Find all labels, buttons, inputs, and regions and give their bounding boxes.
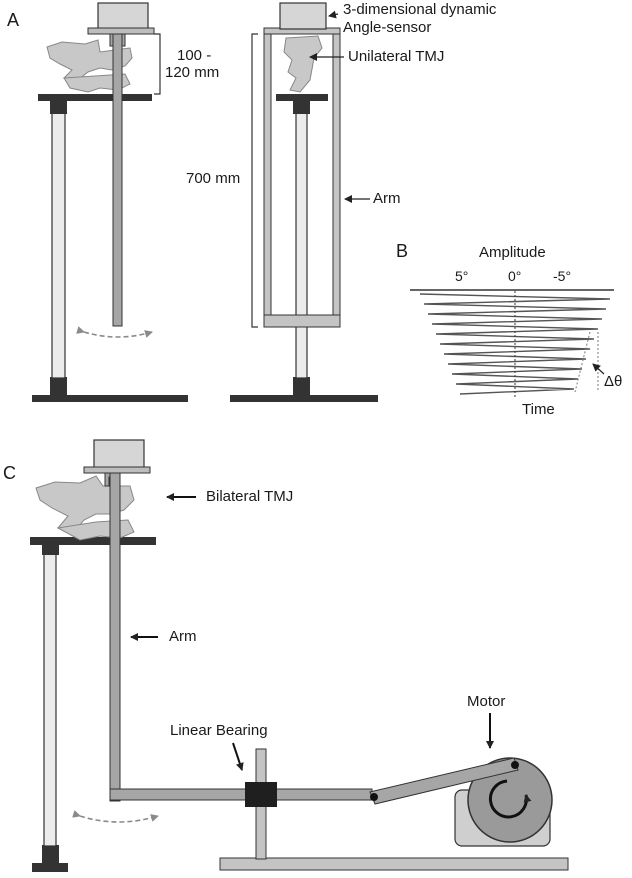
sensor-pointer-arrow xyxy=(328,10,339,19)
rod-pivot-motor xyxy=(511,761,519,769)
panel-c-letter: C xyxy=(3,463,16,483)
linear-bearing xyxy=(245,782,277,807)
linear-bearing-label: Linear Bearing xyxy=(170,722,268,739)
platform xyxy=(38,94,152,101)
pole-foot xyxy=(293,377,310,397)
clockwise-rotation-icon xyxy=(488,779,532,819)
support-pole xyxy=(43,551,57,847)
pole-foot xyxy=(42,845,59,865)
short-dimension-line2: 120 mm xyxy=(165,64,220,81)
pole-collar xyxy=(293,100,310,114)
pole-collar xyxy=(50,100,67,114)
pole-collar xyxy=(42,543,59,555)
tick-label-left: 5° xyxy=(455,268,469,284)
tick-label-right: -5° xyxy=(553,268,572,284)
platform xyxy=(30,537,156,545)
skull-model xyxy=(46,39,133,81)
angle-sensor xyxy=(279,2,327,30)
swing-arrow xyxy=(72,810,159,823)
sensor-label-line1: 3-dimensional dynamic xyxy=(343,1,497,18)
amplitude-label: Amplitude xyxy=(479,244,546,261)
rod-pivot-left xyxy=(370,793,378,801)
sensor-label-line2: Angle-sensor xyxy=(343,19,432,36)
sensor-mount-plate xyxy=(87,27,155,35)
delta-pointer-arrow xyxy=(592,363,605,375)
panel-a-arm-label: Arm xyxy=(373,190,401,207)
motor-label: Motor xyxy=(467,693,506,710)
angle-sensor xyxy=(93,439,145,470)
vertical-arm xyxy=(109,472,121,802)
long-dimension-label: 700 mm xyxy=(186,170,241,187)
bearing-pointer-arrow xyxy=(232,742,244,771)
support-pole xyxy=(51,111,66,379)
ground-rail xyxy=(219,857,569,871)
panel-c-arm-label: Arm xyxy=(169,628,197,645)
unilateral-tmj-model xyxy=(283,35,323,93)
pendulum-arm xyxy=(112,33,123,327)
base-plate xyxy=(230,395,378,402)
time-label: Time xyxy=(522,401,555,418)
delta-theta-label: Δθ xyxy=(604,373,623,390)
tick-label-center: 0° xyxy=(508,268,522,284)
angle-sensor xyxy=(97,2,149,31)
panel-c-motor-setup xyxy=(30,439,569,872)
long-dimension-bracket xyxy=(251,33,258,328)
short-dimension-bracket xyxy=(154,33,161,95)
decay-slope-line xyxy=(574,331,591,393)
base-plate xyxy=(32,395,188,402)
oscillation-trace xyxy=(419,293,611,395)
bilateral-tmj-label: Bilateral TMJ xyxy=(206,488,294,505)
swing-arrow xyxy=(76,326,153,338)
sensor-mount-plate xyxy=(83,466,151,474)
panel-a-side-view xyxy=(32,2,188,402)
support-pole xyxy=(295,111,308,379)
horizontal-rod xyxy=(109,788,373,801)
platform xyxy=(276,94,328,101)
unilateral-tmj-label: Unilateral TMJ xyxy=(348,48,445,65)
pole-foot xyxy=(50,377,67,397)
panel-b-amplitude-schematic xyxy=(410,289,614,398)
panel-b-letter: B xyxy=(396,241,409,261)
frame-right-rail xyxy=(332,32,341,328)
panel-a-letter: A xyxy=(7,10,20,30)
frame-left-rail xyxy=(263,32,272,328)
frame-bottom-bar xyxy=(263,314,341,328)
base-plate xyxy=(32,863,68,872)
motor-disc xyxy=(467,757,553,843)
short-dimension-line1: 100 - xyxy=(177,47,212,64)
panel-a-front-view xyxy=(230,2,378,402)
